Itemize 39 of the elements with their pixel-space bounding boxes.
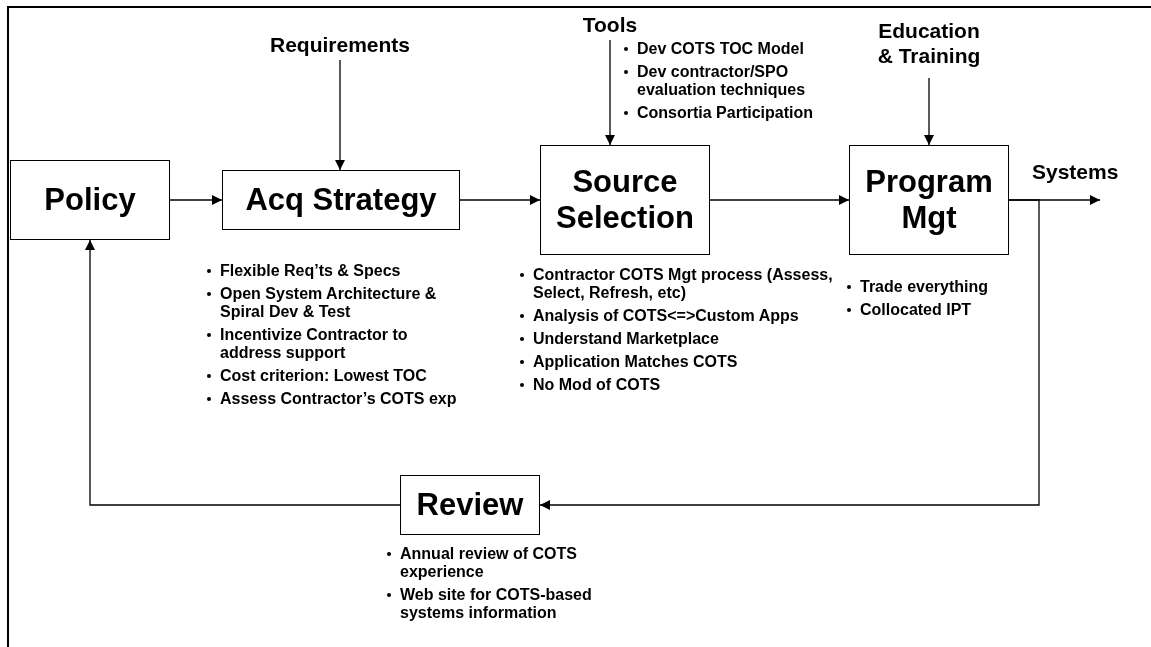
- arrow: [335, 59, 345, 171]
- box-title: Acq Strategy: [245, 182, 437, 218]
- arrow: [169, 195, 223, 205]
- bullet-text: Open System Architecture & Spiral Dev & Test: [203, 285, 461, 322]
- arrow: [709, 195, 850, 205]
- arrow: [539, 199, 1040, 510]
- bullet-text: No Mod of COTS: [516, 376, 838, 395]
- arrow: [924, 77, 934, 146]
- box-title: Program Mgt: [864, 164, 994, 236]
- bullet-text: Collocated IPT: [843, 301, 1018, 320]
- bullet-text: Analysis of COTS<=>Custom Apps: [516, 307, 838, 326]
- input-label: Requirements: [265, 32, 415, 58]
- process-box: [849, 145, 1009, 255]
- bullet-text: Cost criterion: Lowest TOC: [203, 367, 461, 386]
- bullet-text: Web site for COTS-based systems information: [383, 586, 653, 623]
- bullet-text: Consortia Participation: [620, 104, 855, 123]
- edge-label: Systems: [1032, 160, 1119, 184]
- bullet-text: Assess Contractor’s COTS exp: [203, 390, 461, 409]
- process-box: [540, 145, 710, 255]
- bullet-text: Trade everything: [843, 278, 1018, 297]
- arrow: [605, 39, 615, 146]
- bullet-text: Dev contractor/SPO evaluation techniques: [620, 63, 855, 100]
- bullet-text: Contractor COTS Mgt process (Assess, Select, Refresh, etc): [516, 266, 838, 303]
- arrow: [85, 239, 401, 506]
- bullet-text: Incentivize Contractor to address support: [203, 326, 461, 363]
- bullet-text: Application Matches COTS: [516, 353, 838, 372]
- bullet-text: Flexible Req’ts & Specs: [203, 262, 461, 281]
- box-title: Source Selection: [555, 164, 695, 236]
- box-title: Review: [416, 487, 524, 523]
- input-label: Tools: [575, 12, 645, 38]
- bullet-text: Understand Marketplace: [516, 330, 838, 349]
- process-box: [222, 170, 460, 230]
- arrow: [459, 195, 541, 205]
- box-title: Policy: [44, 182, 136, 218]
- bullet-text: Annual review of COTS experience: [383, 545, 653, 582]
- process-box: [400, 475, 540, 535]
- input-label: Education & Training: [874, 18, 984, 69]
- bullet-text: Dev COTS TOC Model: [620, 40, 855, 59]
- process-box: [10, 160, 170, 240]
